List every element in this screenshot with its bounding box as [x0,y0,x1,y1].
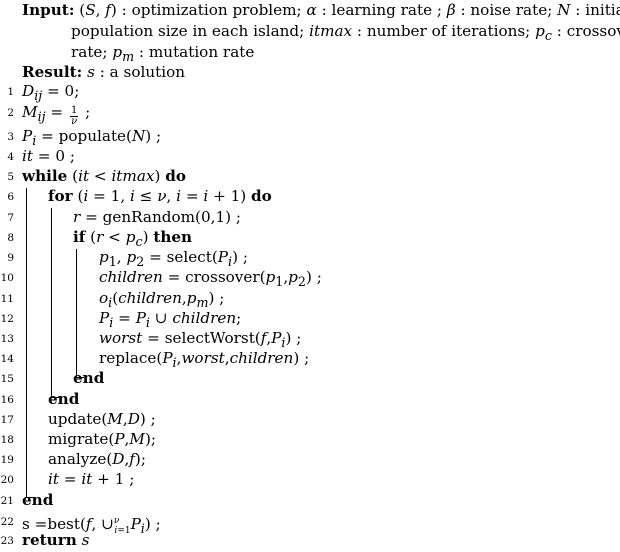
line-number: 22 [0,516,14,528]
algo-line-13: 13 worst = selectWorst(f,Pi) ; [0,328,620,350]
line-code: replace(Pi,worst,children) ; [99,349,310,371]
line-code: end [73,369,105,387]
algo-line-17: 17 update(M,D) ; [0,409,620,430]
line-number: 16 [0,394,14,406]
algo-line-10: 10 children = crossover(p1,p2) ; [0,267,620,289]
result-keyword: Result: [22,63,83,81]
line-number: 21 [0,495,14,507]
while-block-rule [26,188,27,497]
line-number: 11 [0,293,14,305]
line-number: 18 [0,434,14,446]
line-code: children = crossover(p1,p2) ; [99,268,322,290]
algo-line-22: 22 s =best(f, ∪νi=1Pi) ; [0,511,620,536]
for-block-rule [51,208,52,397]
algo-line-23: 23 return s [0,530,620,551]
algo-line-15: 15 end [0,368,620,389]
line-code: it = it + 1 ; [48,470,135,488]
input-text-3: rate; pm : mutation rate [71,43,255,65]
input-line-2: population size in each island; itmax : … [0,21,620,43]
algo-line-4: 4 it = 0 ; [0,146,620,167]
algo-line-7: 7 r = genRandom(0,1) ; [0,207,620,228]
algo-line-6: 6 for (i = 1, i ≤ ν, i = i + 1) do [0,186,620,207]
input-keyword: Input: [22,1,75,19]
if-block-rule [76,249,77,377]
line-number: 6 [7,191,14,203]
line-code: analyze(D,f); [48,450,146,468]
line-code: while (it < itmax) do [22,167,186,185]
line-number: 2 [7,107,14,119]
algo-line-8: 8 if (r < pc) then [0,227,620,249]
line-code: it = 0 ; [22,147,75,165]
line-number: 4 [7,151,14,163]
line-code: Pi = Pi ∪ children; [99,309,242,331]
line-code: p1, p2 = select(Pi) ; [99,248,248,270]
input-text-1: (S, f) : optimization problem; α : learn… [79,1,620,19]
input-line-3: rate; pm : mutation rate [0,42,620,64]
line-number: 10 [0,272,14,284]
algo-line-5: 5 while (it < itmax) do [0,166,620,187]
input-text-2: population size in each island; itmax : … [71,22,620,44]
line-code: if (r < pc) then [73,228,193,250]
line-code: return s [22,531,90,549]
while-block-end-tick [26,497,34,498]
line-code: r = genRandom(0,1) ; [73,208,241,226]
line-number: 17 [0,414,14,426]
algo-line-20: 20 it = it + 1 ; [0,469,620,490]
line-code: Dij = 0; [22,82,80,104]
line-code: end [22,491,54,509]
line-code: s =best(f, ∪νi=1Pi) ; [22,515,161,537]
line-code: Pi = populate(N) ; [22,127,162,149]
line-number: 13 [0,333,14,345]
algo-line-18: 18 migrate(P,M); [0,429,620,450]
result-text: s : a solution [87,63,186,81]
line-number: 12 [0,313,14,325]
line-code: worst = selectWorst(f,Pi) ; [99,329,302,351]
line-code: migrate(P,M); [48,430,156,448]
line-number: 23 [0,535,14,547]
input-line-1: Input: (S, f) : optimization problem; α … [0,0,620,21]
algo-line-12: 12 Pi = Pi ∪ children; [0,308,620,330]
if-block-end-tick [76,377,84,378]
algo-line-1: 1 Dij = 0; [0,81,620,103]
algo-line-19: 19 analyze(D,f); [0,449,620,470]
line-number: 8 [7,232,14,244]
line-number: 14 [0,353,14,365]
algo-line-3: 3 Pi = populate(N) ; [0,126,620,148]
result-line: Result: s : a solution [0,62,620,83]
line-number: 5 [7,171,14,183]
algo-line-9: 9 p1, p2 = select(Pi) ; [0,247,620,269]
line-number: 1 [7,86,14,98]
algo-line-11: 11 oi(children,pm) ; [0,288,620,310]
algo-line-16: 16 end [0,389,620,410]
algo-line-21: 21 end [0,490,620,511]
line-number: 3 [7,131,14,143]
line-number: 15 [0,373,14,385]
line-code: end [48,390,80,408]
line-number: 20 [0,474,14,486]
line-code: oi(children,pm) ; [99,289,225,311]
line-number: 7 [7,212,14,224]
line-code: update(M,D) ; [48,410,156,428]
line-code: for (i = 1, i ≤ ν, i = i + 1) do [48,187,272,205]
for-block-end-tick [51,397,59,398]
algo-line-14: 14 replace(Pi,worst,children) ; [0,348,620,370]
line-number: 19 [0,454,14,466]
line-number: 9 [7,252,14,264]
